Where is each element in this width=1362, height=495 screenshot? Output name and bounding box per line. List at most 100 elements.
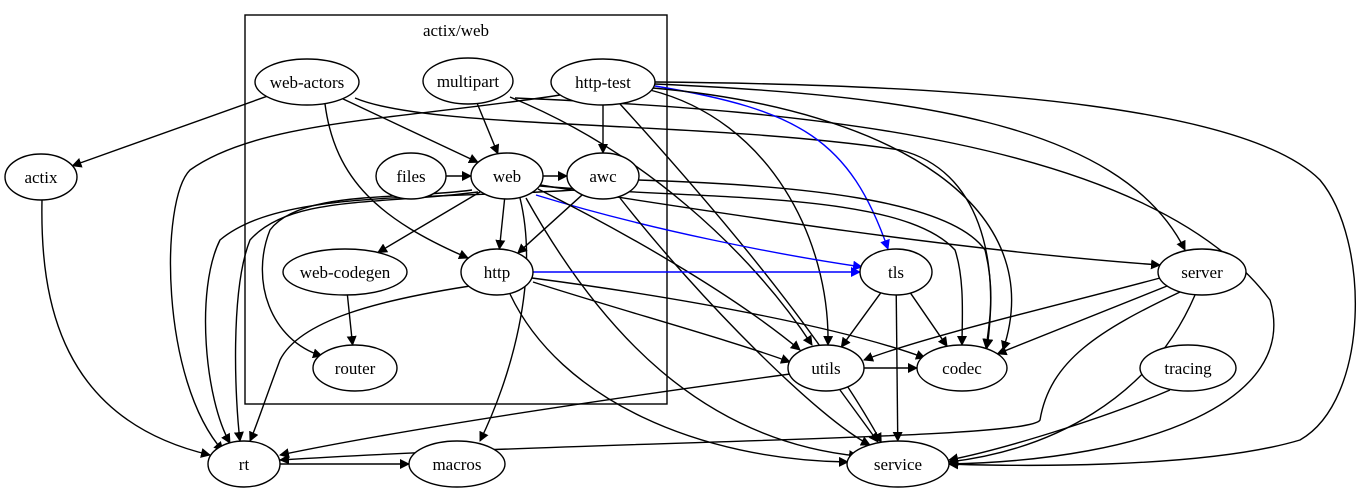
- edge-web-to-web-codegen: [377, 191, 481, 254]
- edge-path: [539, 185, 968, 346]
- edge-http-test-to-rt: [169, 94, 561, 452]
- edge-path: [476, 103, 500, 155]
- edge-http-test-to-tls: [654, 85, 890, 250]
- node-http-shape: [460, 248, 534, 296]
- node-multipart: multipart: [422, 57, 514, 105]
- node-web-actors-label: web-actors: [270, 73, 345, 92]
- node-codec-label: codec: [942, 359, 982, 378]
- edge-http-to-utils: [532, 281, 791, 364]
- node-actix-shape: [4, 153, 78, 201]
- node-tracing-shape: [1139, 344, 1237, 392]
- edge-web-to-tls: [535, 194, 863, 271]
- node-utils-shape: [787, 344, 865, 392]
- edge-web-actors-to-codec: [354, 97, 994, 349]
- node-http: http: [460, 248, 534, 296]
- node-files-shape: [375, 152, 447, 200]
- edge-http-test-to-server: [654, 83, 1186, 251]
- node-files-label: files: [396, 167, 425, 186]
- edge-http-test-to-service: [619, 103, 882, 444]
- edge-awc-to-rt: [204, 189, 576, 444]
- edge-path: [649, 89, 834, 346]
- node-codec-shape: [916, 344, 1008, 392]
- nodes: web-actors multipart http-test files web awc w…: [4, 57, 1247, 488]
- node-tls: tls: [859, 248, 933, 296]
- node-server-shape: [1157, 248, 1247, 296]
- edge-path: [948, 294, 1196, 466]
- edge-http-to-codec: [531, 277, 926, 360]
- edge-path: [654, 81, 1356, 470]
- edge-path: [948, 389, 1171, 464]
- edge-web-actors-to-web: [342, 98, 479, 164]
- node-web-codegen-label: web-codegen: [300, 263, 391, 282]
- edge-server-to-service: [948, 294, 1196, 466]
- edge-path: [346, 294, 357, 347]
- node-awc-shape: [566, 152, 640, 200]
- node-macros-label: macros: [432, 455, 481, 474]
- node-tracing-label: tracing: [1164, 359, 1212, 378]
- node-rt: rt: [207, 440, 281, 488]
- edge-path: [204, 189, 576, 444]
- node-rt-label: rt: [239, 455, 250, 474]
- node-awc-label: awc: [589, 167, 617, 186]
- edge-path: [279, 291, 1181, 465]
- edge-awc-to-service: [619, 197, 871, 446]
- edge-server-to-utils: [863, 277, 1161, 362]
- edge-server-to-codec: [996, 285, 1168, 356]
- edge-path: [249, 285, 471, 442]
- edge-path: [532, 281, 791, 364]
- edge-path: [509, 96, 813, 346]
- node-http-label: http: [484, 263, 510, 282]
- node-multipart-label: multipart: [437, 72, 500, 91]
- node-router: router: [312, 344, 398, 392]
- edge-path: [342, 98, 479, 164]
- edge-http-test-to-service: [654, 81, 1356, 470]
- edge-path: [637, 179, 993, 349]
- edge-path: [654, 85, 890, 250]
- edge-path: [909, 292, 948, 348]
- node-http-test: http-test: [550, 58, 656, 106]
- edge-http-test-to-utils: [649, 89, 834, 346]
- edge-path: [517, 194, 583, 254]
- edge-web-actors-to-actix: [71, 95, 267, 168]
- edge-multipart-to-utils: [509, 96, 813, 346]
- node-tls-label: tls: [888, 263, 904, 282]
- edge-web-to-utils: [537, 188, 801, 351]
- node-web-actors-shape: [254, 58, 360, 106]
- edges: [41, 81, 1356, 470]
- edge-http-to-rt: [249, 285, 471, 442]
- edge-web-actors-to-http: [324, 103, 469, 260]
- edge-path: [863, 277, 1161, 362]
- node-service-shape: [846, 440, 950, 488]
- edge-tls-to-codec: [909, 292, 948, 348]
- edge-actix-to-rt: [41, 199, 211, 458]
- edge-path: [840, 292, 882, 348]
- edge-path: [537, 188, 801, 351]
- node-utils: utils: [787, 344, 865, 392]
- node-web-shape: [470, 152, 544, 200]
- edge-path: [71, 95, 267, 168]
- node-files: files: [375, 152, 447, 200]
- edge-tracing-to-service: [948, 389, 1171, 464]
- edge-path: [619, 197, 871, 446]
- edge-tls-to-utils: [840, 292, 882, 348]
- cluster-actix-web: actix/web: [244, 14, 668, 405]
- edge-path: [377, 191, 481, 254]
- edge-path: [354, 97, 994, 349]
- node-router-label: router: [335, 359, 376, 378]
- node-web-codegen-shape: [282, 248, 408, 296]
- cluster-label: actix/web: [423, 21, 489, 40]
- node-tracing: tracing: [1139, 344, 1237, 392]
- node-web-label: web: [493, 167, 521, 186]
- edge-utils-to-rt: [279, 373, 791, 459]
- edge-path: [479, 197, 528, 442]
- edge-multipart-to-web: [476, 103, 500, 155]
- node-rt-shape: [207, 440, 281, 488]
- node-awc: awc: [566, 152, 640, 200]
- edge-path: [535, 194, 863, 271]
- node-tls-shape: [859, 248, 933, 296]
- edge-path: [279, 373, 791, 459]
- node-service: service: [846, 440, 950, 488]
- node-codec: codec: [916, 344, 1008, 392]
- edge-path: [233, 191, 479, 442]
